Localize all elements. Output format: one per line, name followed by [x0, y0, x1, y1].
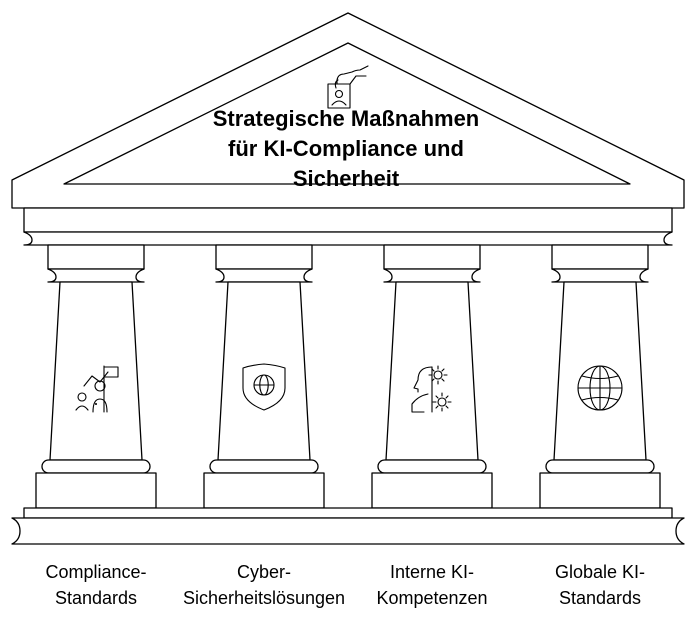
hand-holding-badge-icon: [327, 65, 369, 109]
title-line-1: Strategische Maßnahmen: [212, 106, 480, 131]
pillar-label-line: Compliance-: [45, 562, 147, 582]
shield-globe-icon: [242, 363, 286, 411]
pillar-cyber: [203, 244, 325, 509]
entablature: [23, 207, 673, 233]
pillar-label-line: Standards: [558, 588, 642, 608]
base-plinth: [11, 517, 685, 545]
globe-icon: [577, 365, 623, 411]
base-top: [23, 507, 673, 519]
pillar-label-line: Kompetenzen: [376, 588, 488, 608]
pillar-label-line: Cyber-: [236, 562, 291, 582]
entablature-lower: [23, 231, 673, 246]
pillar-label-line: Standards: [54, 588, 138, 608]
team-goal-flag-icon: [75, 365, 119, 413]
title-line-2: für KI-Compliance und: [228, 136, 464, 161]
pillar-label-cyber: Cyber- Sicherheitslösungen: [164, 559, 364, 611]
pillar-label-line: Sicherheitslösungen: [182, 588, 346, 608]
pillar-label-compliance: Compliance- Standards: [0, 559, 196, 611]
pediment-inner: [63, 42, 631, 185]
pillar-label-line: Globale KI-: [554, 562, 646, 582]
pillar-label-line: Interne KI-: [389, 562, 475, 582]
pillar-label-internal: Interne KI- Kompetenzen: [332, 559, 532, 611]
head-gears-icon: [411, 365, 452, 413]
pillar-compliance: [35, 244, 157, 509]
diagram-title: Strategische Maßnahmen für KI-Compliance…: [176, 104, 516, 194]
title-line-3: Sicherheit: [292, 166, 400, 191]
pillar-label-global: Globale KI- Standards: [500, 559, 697, 611]
